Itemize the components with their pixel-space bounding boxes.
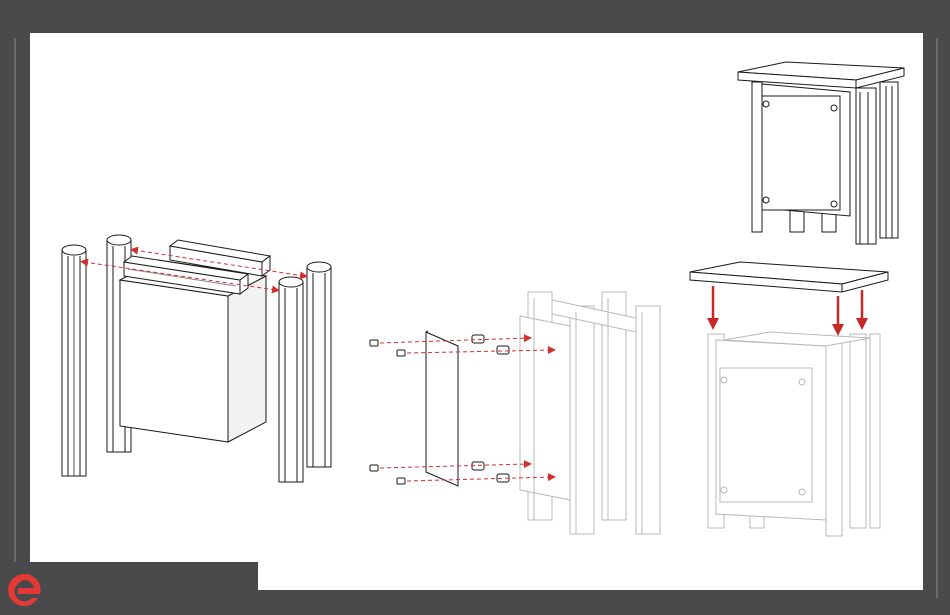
top-plate — [690, 262, 888, 292]
extrusion-post-right-rear — [307, 262, 331, 467]
red-down-arrows — [707, 286, 868, 336]
ghost-frame — [520, 292, 660, 534]
brand-e-logo-icon — [4, 570, 44, 610]
ghost-frame-step3 — [708, 332, 880, 536]
step4-finished-assembly — [738, 62, 904, 244]
step2-side-panel-mounting — [370, 292, 660, 534]
standoffs — [472, 335, 509, 482]
screws — [370, 340, 405, 484]
extrusion-post-left — [62, 245, 86, 476]
step3-top-plate-mounting — [690, 262, 888, 536]
side-panel — [426, 331, 458, 486]
extrusion-post-right-front — [279, 277, 303, 482]
finished-side-panel — [762, 96, 840, 210]
step1-frame-assembly — [62, 235, 331, 482]
